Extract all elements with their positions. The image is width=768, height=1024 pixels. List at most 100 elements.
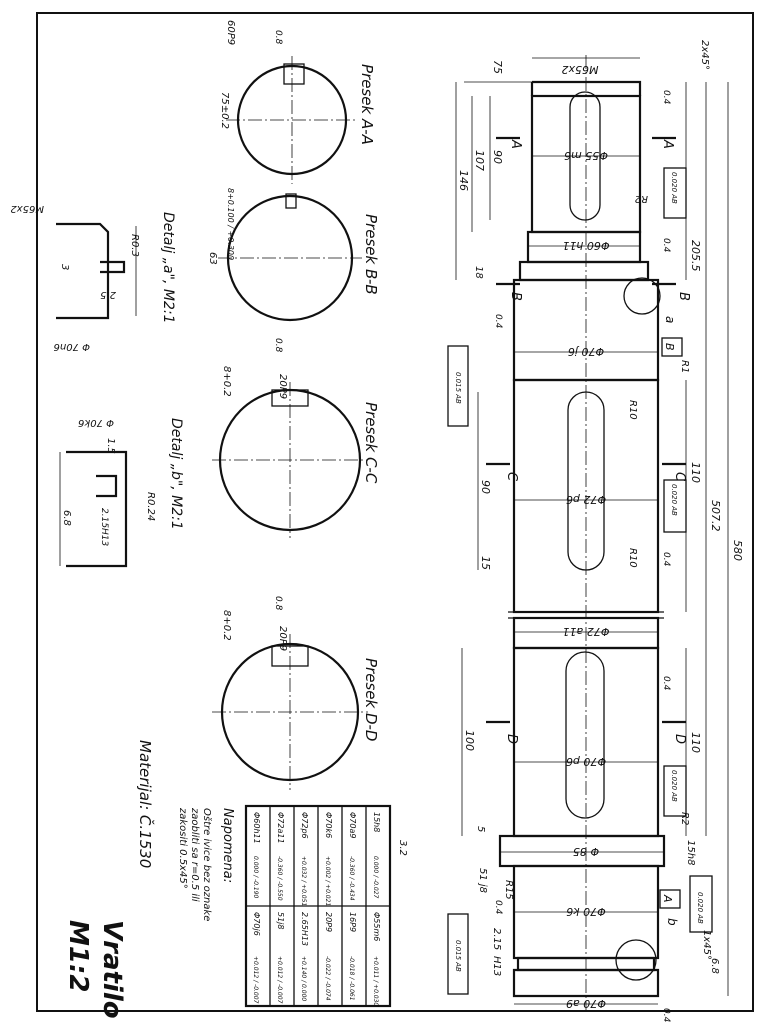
fit-r0-c0: 15h8 — [372, 812, 381, 832]
sec-aa-depth: 75±0.2 — [219, 92, 230, 129]
label-d72p: Φ72 p6 — [566, 493, 606, 506]
section-dd-label: Presek D-D — [362, 658, 380, 741]
fit-v0-c3: +0.032 / +0.051 — [300, 856, 307, 906]
dim-chamfer-2: 1x45° — [701, 930, 712, 960]
fit-v1-c0: +0.011 / +0.030 — [372, 956, 379, 1006]
drawing-sheet — [36, 12, 754, 1012]
note-heading: Napomena: — [220, 808, 235, 883]
shaft-thread-end — [530, 80, 642, 96]
section-dd — [212, 634, 368, 790]
det-a-3: 3 — [59, 264, 70, 270]
detail-b-view — [59, 450, 128, 568]
note-line-3: zakositi 0.5x45° — [177, 807, 188, 889]
fit-r1-c0: Φ55m6 — [372, 912, 381, 941]
sec-bb-d: 63 — [207, 252, 218, 265]
dim-5: 5 — [475, 826, 486, 832]
sec-bb-w: 8+0.100 / +0.300 — [226, 188, 235, 260]
dim-100: 100 — [463, 730, 476, 751]
dim-2055: 205.5 — [689, 240, 702, 272]
datum-b-box — [661, 337, 683, 357]
dim-h13: H13 — [491, 956, 502, 976]
rough-10: 0.8 — [273, 596, 283, 611]
rough-1: 0.4 — [661, 90, 671, 105]
fit-r1-c5: Φ70j6 — [252, 912, 261, 936]
label-d70p: Φ70 p6 — [566, 755, 606, 768]
det-b-r: R0.24 — [145, 492, 156, 521]
tol-perp: 0.020 AB — [696, 892, 704, 924]
dim-r10a: R10 — [627, 400, 638, 420]
fit-r1-c3: 2.65H13 — [300, 912, 309, 946]
shaft-view — [498, 55, 666, 1010]
keyway-lower — [565, 651, 605, 819]
sec-dd-key: 20P9 — [277, 626, 288, 651]
tol-runout-2: 0.020 AB — [670, 484, 678, 516]
dim-15h8: 15h8 — [685, 840, 696, 865]
section-bb-label: Presek B-B — [362, 214, 380, 295]
dim-146: 146 — [457, 170, 470, 191]
dim-r2b: R2 — [679, 812, 690, 825]
det-b-68: 6.8 — [61, 510, 72, 526]
rough-2: 0.4 — [661, 238, 671, 253]
tol-frame-conc-1 — [447, 345, 469, 427]
detail-a-outline — [56, 222, 110, 320]
shaft-groove — [518, 260, 650, 282]
label-d70k: Φ70 k6 — [566, 905, 606, 918]
fit-r0-c4: Φ72a11 — [276, 812, 285, 844]
det-b-215: 2.15H13 — [99, 508, 109, 547]
rough-9: 0.8 — [273, 338, 283, 353]
detail-a-view — [56, 222, 137, 320]
section-aa — [226, 56, 358, 184]
mark-detail-a: a — [663, 316, 677, 323]
rough-3: 0.4 — [493, 314, 503, 329]
label-d85: Φ 85 — [573, 845, 599, 858]
dim-215: 2.15 — [491, 928, 502, 950]
label-thread: M65x2 — [562, 63, 599, 76]
fit-v0-c5: 0.000 / -0.190 — [252, 856, 259, 899]
label-d70j: Φ70 j6 — [568, 345, 604, 358]
detail-b-groove — [96, 474, 118, 498]
detail-b-label: Detalj „b", M2:1 — [168, 418, 184, 530]
detail-b-outline — [66, 450, 128, 568]
rough-11: 3.2 — [397, 840, 408, 856]
label-d55: Φ55 m6 — [564, 149, 608, 162]
section-bb-slot — [285, 193, 297, 209]
fit-r0-c5: Φ60h11 — [252, 812, 261, 844]
scale: M1:2 — [63, 920, 93, 992]
dim-90c: 90 — [479, 480, 492, 494]
dim-5072: 507.2 — [709, 500, 722, 532]
note-line-1: Oštre ivice bez oznake — [201, 808, 213, 921]
det-a-25: 2.5 — [100, 289, 116, 300]
tol-runout-3: 0.020 AB — [670, 770, 678, 802]
mark-c-right: C — [672, 472, 687, 482]
fit-v0-c1: -0.360 / -0.434 — [348, 856, 355, 901]
det-a-r: R0.3 — [129, 234, 140, 257]
tol-conc-2: 0.015 AB — [454, 940, 462, 972]
sec-cc-depth: 8+0.2 — [221, 366, 232, 397]
fit-r0-c2: Φ70k6 — [324, 812, 333, 838]
dim-r15: R15 — [503, 880, 514, 900]
dim-r1: R1 — [679, 360, 690, 373]
fit-v1-c2: -0.022 / -0.074 — [324, 956, 331, 1001]
fit-v0-c2: +0.002 / +0.021 — [324, 856, 331, 906]
dim-chamfer-1: 2x45° — [699, 40, 710, 70]
dim-110a: 110 — [689, 462, 702, 483]
dim-518: 51 j8 — [477, 868, 488, 893]
dim-r10b: R10 — [627, 548, 638, 568]
section-aa-keyway — [283, 63, 305, 85]
label-d72a: Φ72 a11 — [563, 625, 610, 638]
fit-table-grid — [244, 804, 392, 1008]
section-cc-label: Presek C-C — [362, 402, 380, 484]
section-bb — [218, 193, 362, 322]
rough-7: 0.4 — [661, 1008, 671, 1023]
fit-r1-c2: 20P9 — [324, 912, 333, 932]
datum-b: B — [663, 343, 676, 351]
tol-frame-conc-2 — [447, 913, 469, 995]
detail-a-circle — [623, 277, 661, 315]
dim-107: 107 — [473, 150, 486, 171]
sec-cc-key: 20P9 — [277, 374, 288, 399]
fit-v1-c4: +0.012 / -0.007 — [276, 956, 283, 1004]
det-a-d: Φ 70n6 — [54, 341, 90, 352]
mark-c-left: C — [504, 472, 519, 482]
fit-r0-c3: Φ72p6 — [300, 812, 309, 839]
